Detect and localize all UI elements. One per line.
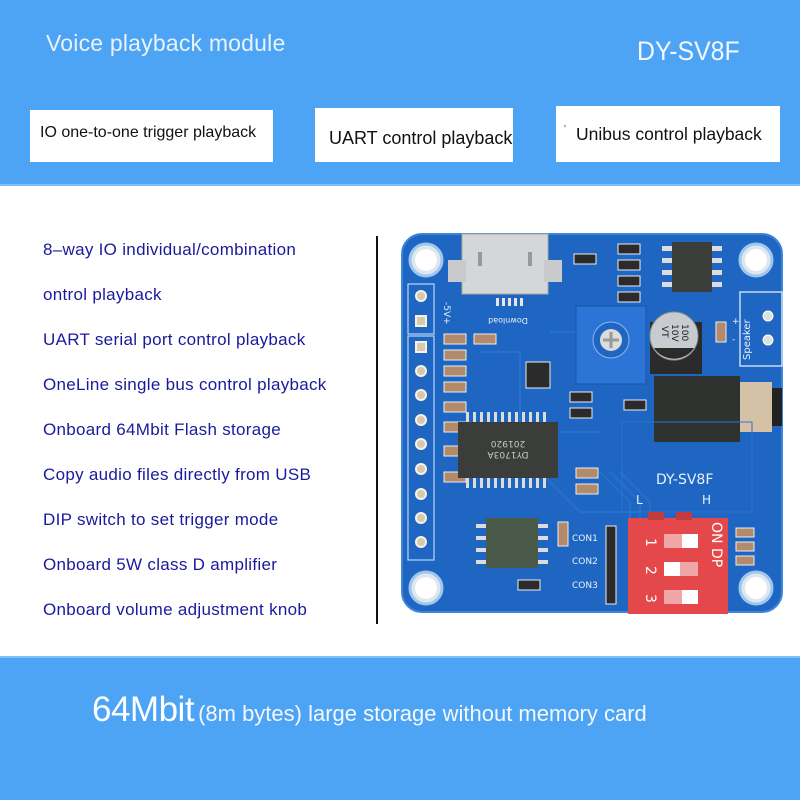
dip-number-2: 2 [642, 566, 658, 575]
feature-item: OneLine single bus control playback [43, 375, 327, 394]
chip-label: 201920 [491, 438, 526, 448]
feature-item: Copy audio files directly from USB [43, 465, 312, 484]
feature-item: Onboard 64Mbit Flash storage [43, 420, 282, 439]
mode-label-text: IO one-to-one trigger playback [40, 124, 257, 141]
feature-item: Onboard volume adjustment knob [43, 600, 308, 619]
flash-chip [486, 518, 538, 568]
storage-description: (8m bytes) large storage without memory … [198, 701, 647, 726]
speaker-minus-label: - [732, 335, 735, 345]
feature-item: UART serial port control playback [43, 330, 306, 349]
con1-label: CON1 [572, 534, 598, 544]
speaker-label: Speaker [742, 318, 753, 360]
mounting-holes [408, 242, 774, 606]
mode-label-uart: UART control playback [315, 108, 513, 162]
dip-low-label: L [636, 493, 643, 507]
page-title: Voice playback module [46, 30, 286, 56]
audio-jack [654, 376, 740, 442]
volume-knob [575, 305, 647, 385]
dip-toggle-2 [664, 562, 680, 576]
feature-item: 8–way IO individual/combination [43, 240, 297, 259]
feature-item: ontrol playback [43, 285, 162, 304]
storage-highlight: 64Mbit [92, 690, 195, 729]
mode-label-text: Unibus control playback [576, 123, 762, 144]
vertical-divider [376, 236, 378, 624]
feature-item: DIP switch to set trigger mode [43, 510, 279, 529]
dip-toggle-1 [682, 534, 698, 548]
con2-label: CON2 [572, 557, 598, 567]
feature-item: Onboard 5W class D amplifier [43, 555, 278, 574]
dip-high-label: H [702, 493, 711, 507]
power-label: -5V+ [441, 302, 451, 325]
download-label: Download [488, 316, 528, 325]
footer-band [0, 656, 800, 800]
usb-connector [461, 233, 549, 295]
feature-list: 8–way IO individual/combination ontrol p… [43, 236, 327, 641]
model-name: DY-SV8F [637, 36, 740, 66]
dip-number-3: 3 [642, 594, 658, 603]
mode-label-unibus: ' Unibus control playback [556, 106, 780, 162]
mode-label-io-trigger: IO one-to-one trigger playback [30, 110, 273, 162]
stray-mark: ' [564, 124, 566, 135]
speaker-plus-label: + [732, 317, 740, 327]
con3-label: CON3 [572, 581, 598, 591]
pcb-board-image: -5V+ Download 100 10V VT Speaker + - [401, 233, 783, 614]
dip-number-1: 1 [642, 538, 658, 547]
storage-tagline: 64Mbit(8m bytes) large storage without m… [92, 690, 647, 730]
dip-toggle-3 [682, 590, 698, 604]
capacitor-text: 10V [669, 324, 679, 342]
capacitor-text: VT [659, 326, 669, 338]
mode-label-text: UART control playback [329, 127, 513, 148]
capacitor-text: 100 [679, 324, 689, 341]
speaker-connector [739, 291, 783, 367]
dip-on-label: ON DP [708, 522, 724, 567]
chip-label: DY1703A [487, 449, 529, 459]
amplifier-chip [672, 242, 712, 292]
silkscreen-model: DY-SV8F [656, 472, 713, 488]
main-decoder-chip [458, 422, 558, 478]
